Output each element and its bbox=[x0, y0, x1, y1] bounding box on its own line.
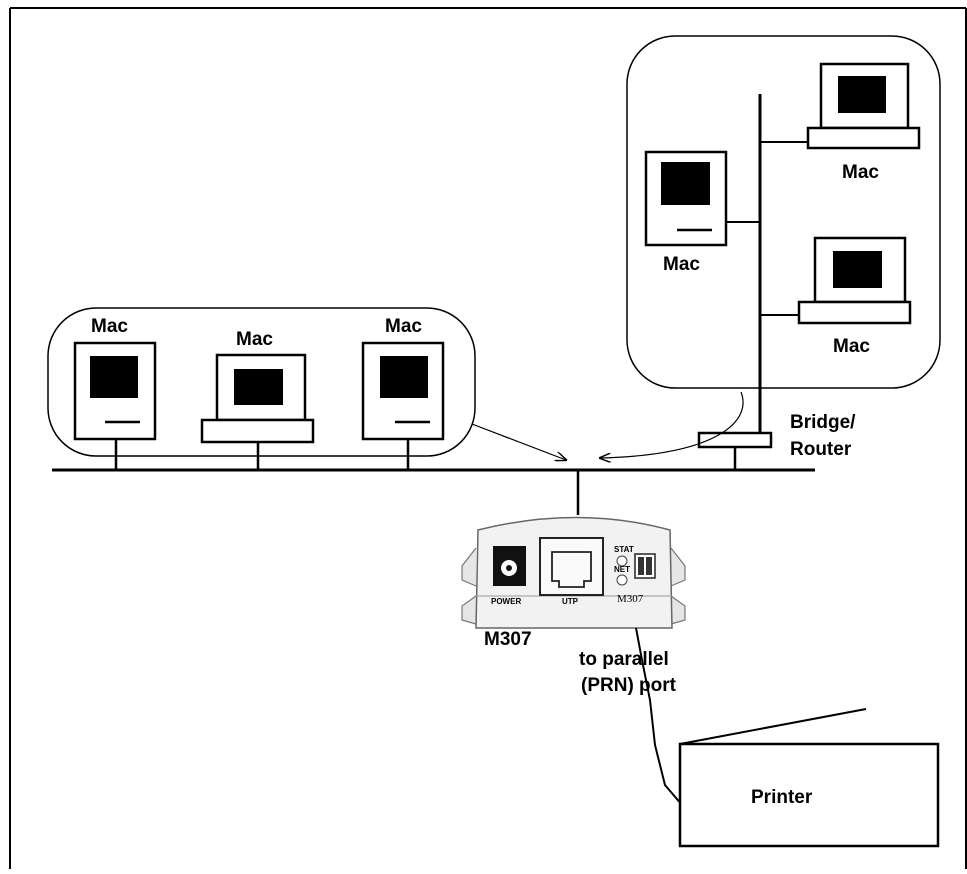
mac-desktop-right-top bbox=[806, 62, 921, 150]
printer bbox=[678, 708, 940, 848]
label-mac-right-bottom: Mac bbox=[833, 336, 870, 357]
label-router: Router bbox=[790, 439, 852, 460]
panel-label-net: NET bbox=[614, 565, 630, 574]
label-mac-right-left: Mac bbox=[663, 254, 700, 275]
label-m307: M307 bbox=[484, 629, 532, 650]
panel-label-power: POWER bbox=[491, 597, 521, 606]
label-prn-port: (PRN) port bbox=[581, 675, 677, 696]
parallel-cable bbox=[635, 627, 683, 806]
arrow-right-zone bbox=[600, 391, 744, 458]
panel-label-stat: STAT bbox=[614, 545, 634, 554]
mac-compact-right-left bbox=[644, 150, 728, 247]
mac-compact-left-1 bbox=[73, 341, 157, 441]
left-network-zone bbox=[47, 307, 476, 457]
label-printer: Printer bbox=[751, 787, 813, 808]
right-network-zone bbox=[626, 35, 941, 389]
mac-desktop-left-2 bbox=[200, 353, 315, 444]
mac-compact-left-3 bbox=[361, 341, 445, 441]
m307-device bbox=[461, 516, 686, 629]
label-mac-left-2: Mac bbox=[236, 329, 273, 350]
mac-desktop-right-bottom bbox=[797, 236, 912, 325]
label-bridge: Bridge/ bbox=[790, 412, 856, 433]
label-mac-left-1: Mac bbox=[91, 316, 128, 337]
label-to-parallel: to parallel bbox=[579, 649, 669, 670]
panel-label-utp: UTP bbox=[562, 597, 579, 606]
panel-label-model: M307 bbox=[617, 593, 644, 605]
label-mac-right-top: Mac bbox=[842, 162, 879, 183]
arrow-left-zone bbox=[471, 423, 566, 460]
label-mac-left-3: Mac bbox=[385, 316, 422, 337]
